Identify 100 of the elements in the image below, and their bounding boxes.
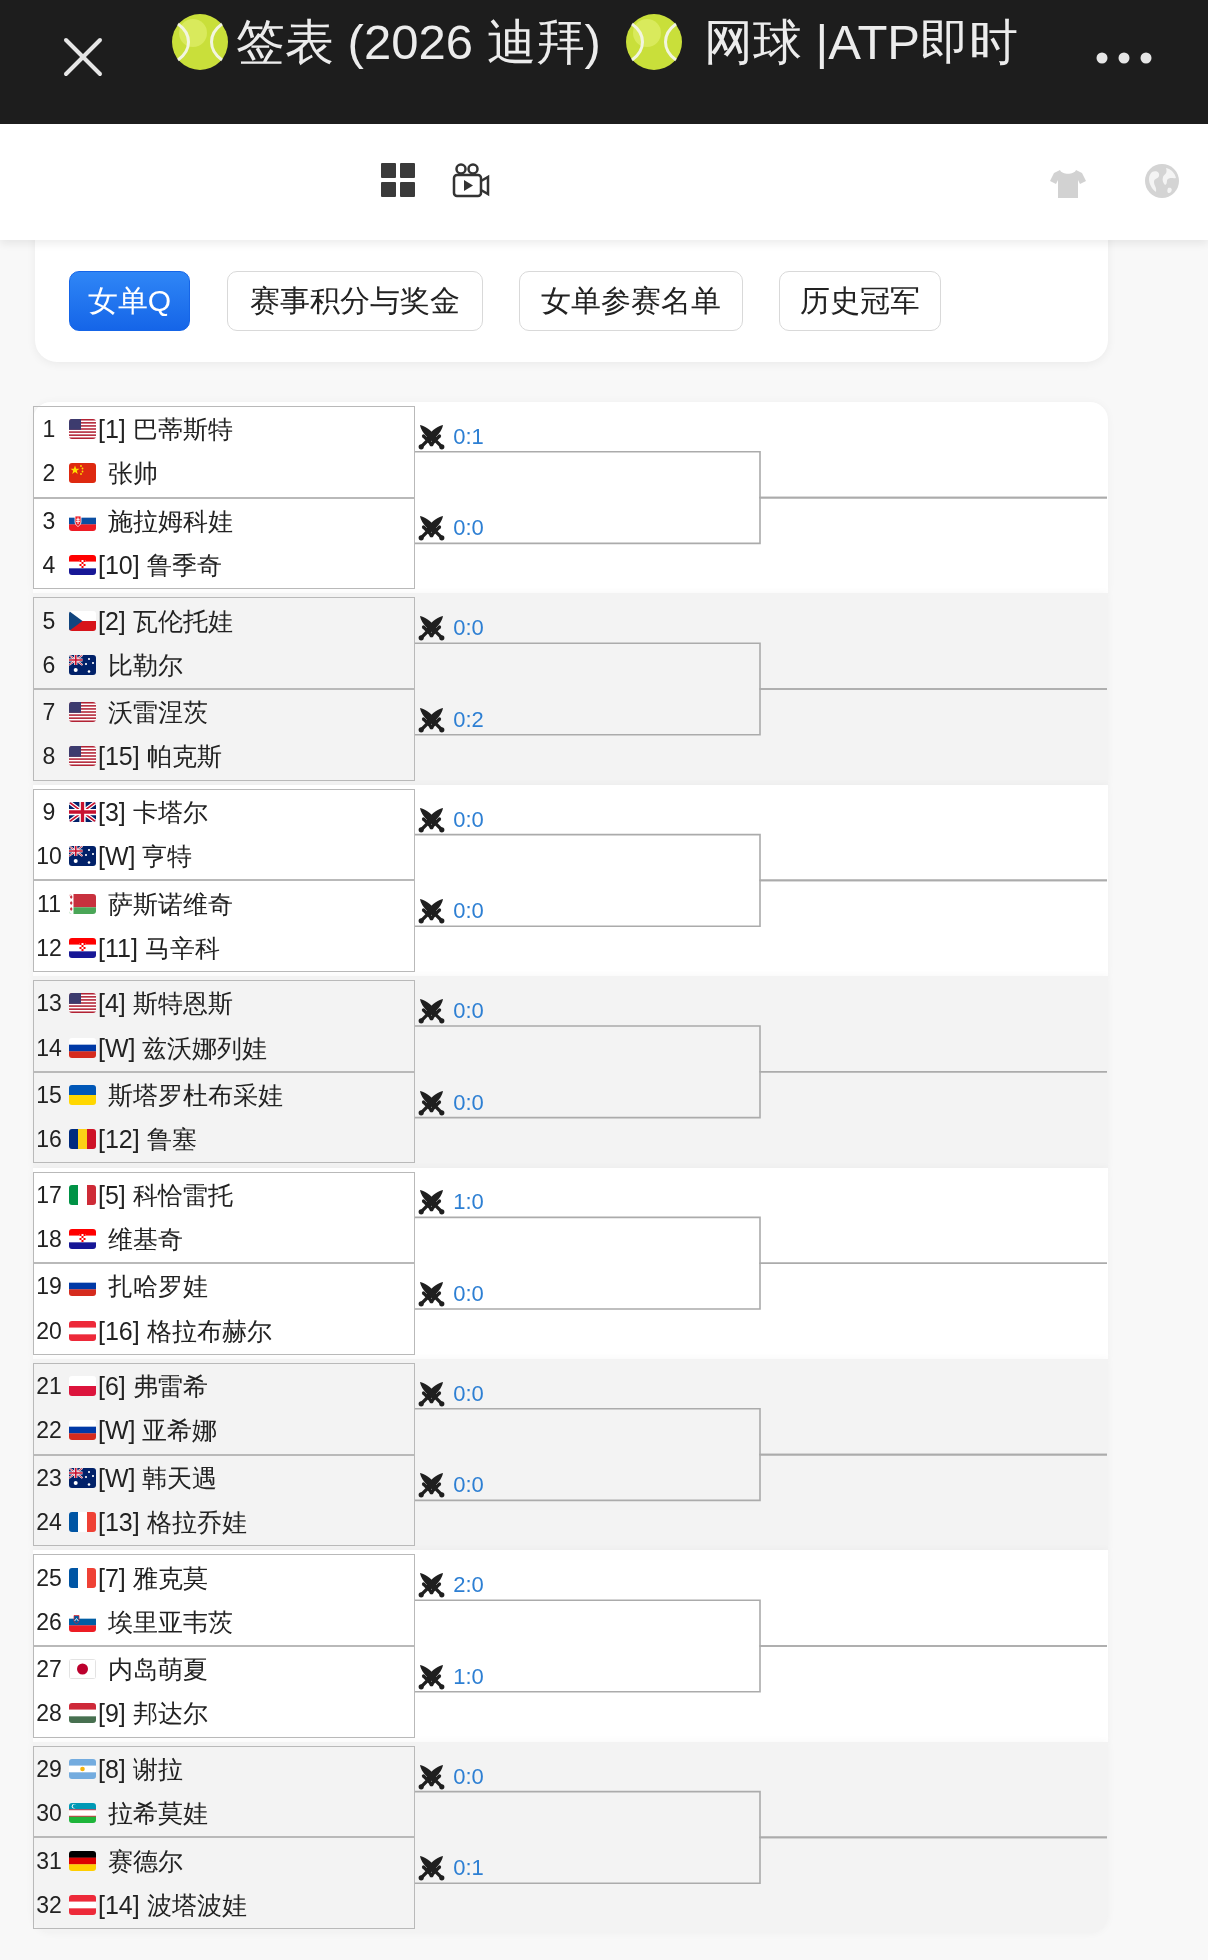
score-label: 0:1 — [453, 1854, 484, 1882]
score-label: 0:0 — [453, 614, 484, 642]
player-name: [1] 巴蒂斯特 — [98, 414, 233, 445]
match-box — [33, 880, 415, 972]
player-name: [14] 波塔波娃 — [98, 1889, 247, 1920]
title-text: 网球 |ATP即时 — [704, 14, 1018, 71]
score-label: 1:0 — [453, 1188, 484, 1216]
match-box — [33, 788, 415, 881]
player-name: 比勒尔 — [108, 649, 183, 680]
draw-number: 9 — [42, 797, 56, 826]
score-label: 0:2 — [453, 705, 484, 733]
draw-number: 14 — [36, 1033, 62, 1062]
score-label: 1:0 — [453, 1662, 484, 1690]
player-name: 萨斯诺维奇 — [108, 888, 233, 919]
tab: 历史冠军 — [779, 271, 941, 331]
player-name: [3] 卡塔尔 — [98, 796, 208, 827]
player-name: [5] 科恰雷托 — [98, 1179, 233, 1210]
player-name: [16] 格拉布赫尔 — [98, 1315, 272, 1346]
match-box — [33, 597, 415, 689]
match-box — [33, 1263, 415, 1355]
bracket-line — [413, 1262, 1108, 1310]
player-name: 内岛萌夏 — [108, 1654, 208, 1685]
draw-number: 22 — [36, 1416, 62, 1445]
player-name: 拉希莫娃 — [108, 1798, 208, 1829]
draw-number: 11 — [37, 889, 61, 918]
match-box — [33, 1745, 415, 1838]
player-name: [10] 鲁季奇 — [98, 550, 222, 581]
match-box — [33, 1363, 415, 1455]
draw-number: 6 — [42, 650, 56, 679]
player-name: [W] 韩天遇 — [98, 1462, 218, 1493]
bracket-line — [413, 1645, 1108, 1693]
draw-number: 18 — [36, 1225, 62, 1254]
player-name: [7] 雅克莫 — [98, 1562, 208, 1593]
bracket-line — [413, 879, 1108, 927]
bracket-line — [413, 496, 1108, 545]
player-name: [6] 弗雷希 — [98, 1371, 208, 1402]
draw-number: 17 — [36, 1180, 62, 1209]
match-box — [33, 1071, 415, 1164]
player-name: 维基奇 — [108, 1224, 183, 1255]
score-label: 0:0 — [453, 514, 484, 542]
draw-number: 2 — [42, 459, 56, 488]
draw-number: 21 — [36, 1372, 62, 1401]
draw-number: 12 — [36, 933, 62, 962]
draw-number: 15 — [36, 1080, 62, 1109]
player-name: [11] 马辛科 — [98, 932, 220, 963]
draw-number: 26 — [36, 1607, 62, 1636]
draw-number: 27 — [36, 1655, 62, 1684]
score-label: 2:0 — [453, 1571, 484, 1599]
player-name: [W] 亨特 — [98, 841, 193, 872]
draw-number: 19 — [36, 1272, 62, 1301]
draw-number: 30 — [36, 1799, 62, 1828]
draw-number: 20 — [36, 1316, 62, 1345]
player-name: [2] 瓦伦托娃 — [98, 605, 233, 636]
score-label: 0:0 — [453, 1471, 484, 1499]
draw-number: 7 — [42, 698, 56, 727]
player-name: 张帅 — [108, 458, 158, 489]
player-name: [W] 兹沃娜列娃 — [98, 1032, 268, 1063]
player-name: [4] 斯特恩斯 — [98, 988, 233, 1019]
active-tab: 女单Q — [69, 271, 190, 331]
player-name: [9] 邦达尔 — [98, 1698, 208, 1729]
match-box — [33, 1171, 415, 1264]
match-box — [33, 1646, 415, 1738]
match-box — [33, 689, 415, 781]
draw-number: 8 — [42, 742, 56, 771]
player-name: 扎哈罗娃 — [108, 1271, 208, 1302]
title-text: 签表 (2026 迪拜) — [236, 14, 601, 71]
score-label: 0:0 — [453, 805, 484, 833]
draw-number: 16 — [36, 1125, 62, 1154]
tab: 赛事积分与奖金 — [227, 271, 483, 331]
draw-number: 32 — [36, 1890, 62, 1919]
bracket-line — [413, 1071, 1108, 1119]
score-label: 0:0 — [453, 997, 484, 1024]
player-name: 赛德尔 — [108, 1845, 183, 1876]
bracket-line — [413, 1836, 1108, 1884]
draw-number: 23 — [36, 1463, 62, 1492]
draw-number: 1 — [42, 415, 56, 444]
draw-number: 25 — [36, 1563, 62, 1592]
match-box — [33, 1554, 415, 1646]
score-label: 0:0 — [453, 1379, 484, 1407]
draw-number: 5 — [42, 606, 56, 635]
draw-number: 28 — [36, 1699, 62, 1728]
player-name: [13] 格拉乔娃 — [98, 1507, 247, 1538]
player-name: [W] 亚希娜 — [98, 1415, 218, 1446]
player-name: 埃里亚韦茨 — [108, 1606, 233, 1637]
match-box — [33, 1454, 415, 1547]
draw-number: 13 — [36, 989, 62, 1018]
draw-number: 29 — [36, 1754, 62, 1783]
bracket-line — [413, 1453, 1108, 1502]
score-label: 0:0 — [453, 1762, 484, 1790]
player-name: 沃雷涅茨 — [108, 697, 208, 728]
draw-number: 4 — [42, 551, 56, 580]
player-name: [15] 帕克斯 — [98, 741, 222, 772]
score-label: 0:0 — [453, 1280, 484, 1307]
match-box — [33, 497, 415, 590]
player-name: [12] 鲁塞 — [98, 1124, 197, 1155]
draw-number: 24 — [36, 1508, 62, 1537]
player-name: 施拉姆科娃 — [108, 505, 233, 536]
player-name: [8] 谢拉 — [98, 1753, 183, 1784]
draw-number: 10 — [36, 842, 62, 871]
score-label: 0:0 — [453, 1088, 484, 1116]
